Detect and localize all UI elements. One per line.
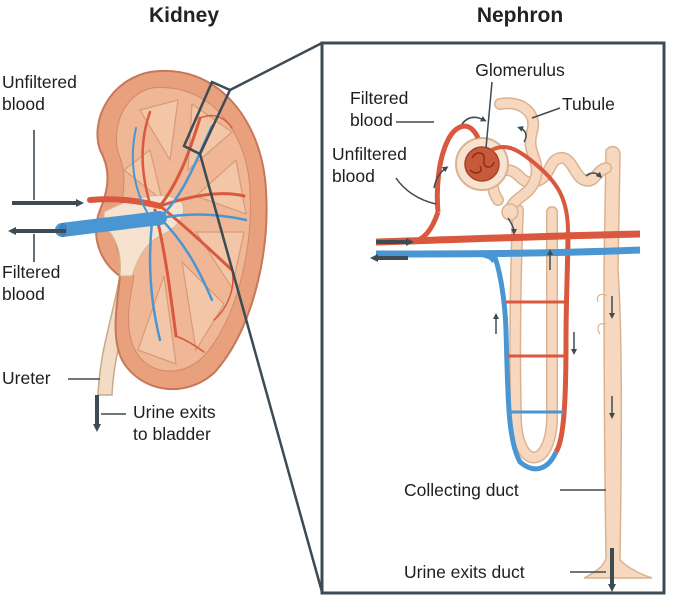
afferent-arteriole [434, 123, 481, 213]
kidney-filtered-blood-label-1: Filtered [2, 262, 60, 282]
kidney-unfiltered-blood-label-1: Unfiltered [2, 72, 77, 92]
nephron-filtered-blood-label-1: Filtered [350, 88, 408, 108]
collecting-duct [583, 145, 653, 579]
urine-exits-label-1: Urine exits [133, 402, 216, 422]
proximal-tubule [495, 98, 542, 215]
peritubular-vein [491, 254, 559, 472]
renal-veins [55, 124, 248, 342]
tubule-label: Tubule [562, 94, 615, 114]
kidney-illustration [55, 69, 268, 396]
capillary-rungs [506, 300, 566, 358]
collecting-duct-label: Collecting duct [404, 480, 519, 500]
flow-direction-arrows [433, 115, 615, 419]
nephron-filtered-blood-label-2: blood [350, 110, 393, 130]
nephron-unfiltered-blood-label-2: blood [332, 166, 375, 186]
kidney-title: Kidney [149, 4, 219, 27]
glomerulus-label: Glomerulus [475, 60, 565, 80]
renal-arteries [87, 110, 246, 353]
urine-exits-duct-label: Urine exits duct [404, 562, 525, 582]
zoom-connector-top [229, 41, 323, 92]
peritubular-artery [553, 231, 571, 454]
kidney-unfiltered-blood-label-2: blood [2, 94, 45, 114]
nephron-illustration [375, 97, 653, 579]
nephron-leaders [395, 81, 606, 573]
nephron-unfiltered-blood-label-1: Unfiltered [332, 144, 407, 164]
kidney-filtered-blood-label-2: blood [2, 284, 45, 304]
interlobular-vein [375, 246, 641, 258]
urine-exits-label-2: to bladder [133, 424, 211, 444]
loop-of-henle [510, 205, 557, 462]
zoom-connector-bottom [198, 153, 324, 593]
ureter-label: Ureter [2, 368, 51, 388]
nephron-title: Nephron [477, 4, 563, 27]
efferent-arteriole [491, 144, 570, 233]
